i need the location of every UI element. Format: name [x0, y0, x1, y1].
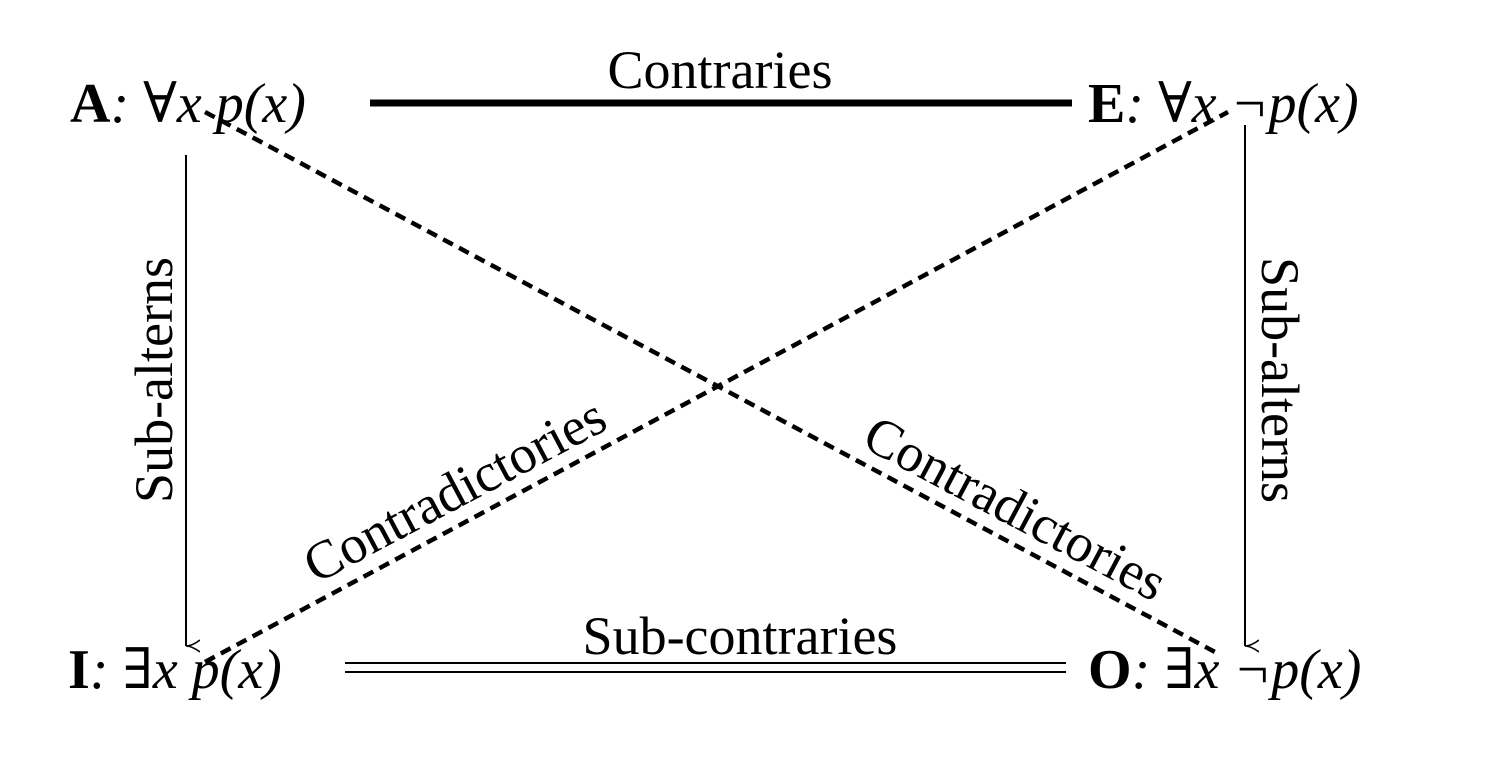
corner-i: I: ∃x p(x) [68, 639, 282, 701]
sub-alterns-left-label: Sub-alterns [124, 257, 184, 503]
contradictories-line-falling [203, 110, 1217, 654]
contradictories-line-rising [203, 110, 1230, 664]
corner-e-letter: E [1088, 73, 1125, 135]
contradictories-falling-label: Contradictories [854, 403, 1176, 612]
corner-a-formula: : ∀x p(x) [110, 73, 305, 135]
contradictories-rising-label: Contradictories [293, 385, 615, 594]
corner-i-letter: I [68, 639, 90, 701]
corner-i-formula: : ∃x p(x) [90, 639, 282, 701]
corner-a: A: ∀x p(x) [70, 73, 306, 135]
sub-alterns-right-label: Sub-alterns [1250, 257, 1310, 503]
corner-o-formula: : ∃x ¬p(x) [1132, 639, 1362, 701]
corner-o: O: ∃x ¬p(x) [1088, 639, 1361, 701]
corner-a-letter: A [70, 73, 111, 135]
contraries-label: Contraries [608, 40, 833, 100]
sub-contraries-label: Sub-contraries [583, 606, 898, 666]
corner-e-formula: : ∀x ¬p(x) [1125, 73, 1358, 135]
corner-o-letter: O [1088, 639, 1132, 701]
corner-e: E: ∀x ¬p(x) [1088, 73, 1359, 135]
